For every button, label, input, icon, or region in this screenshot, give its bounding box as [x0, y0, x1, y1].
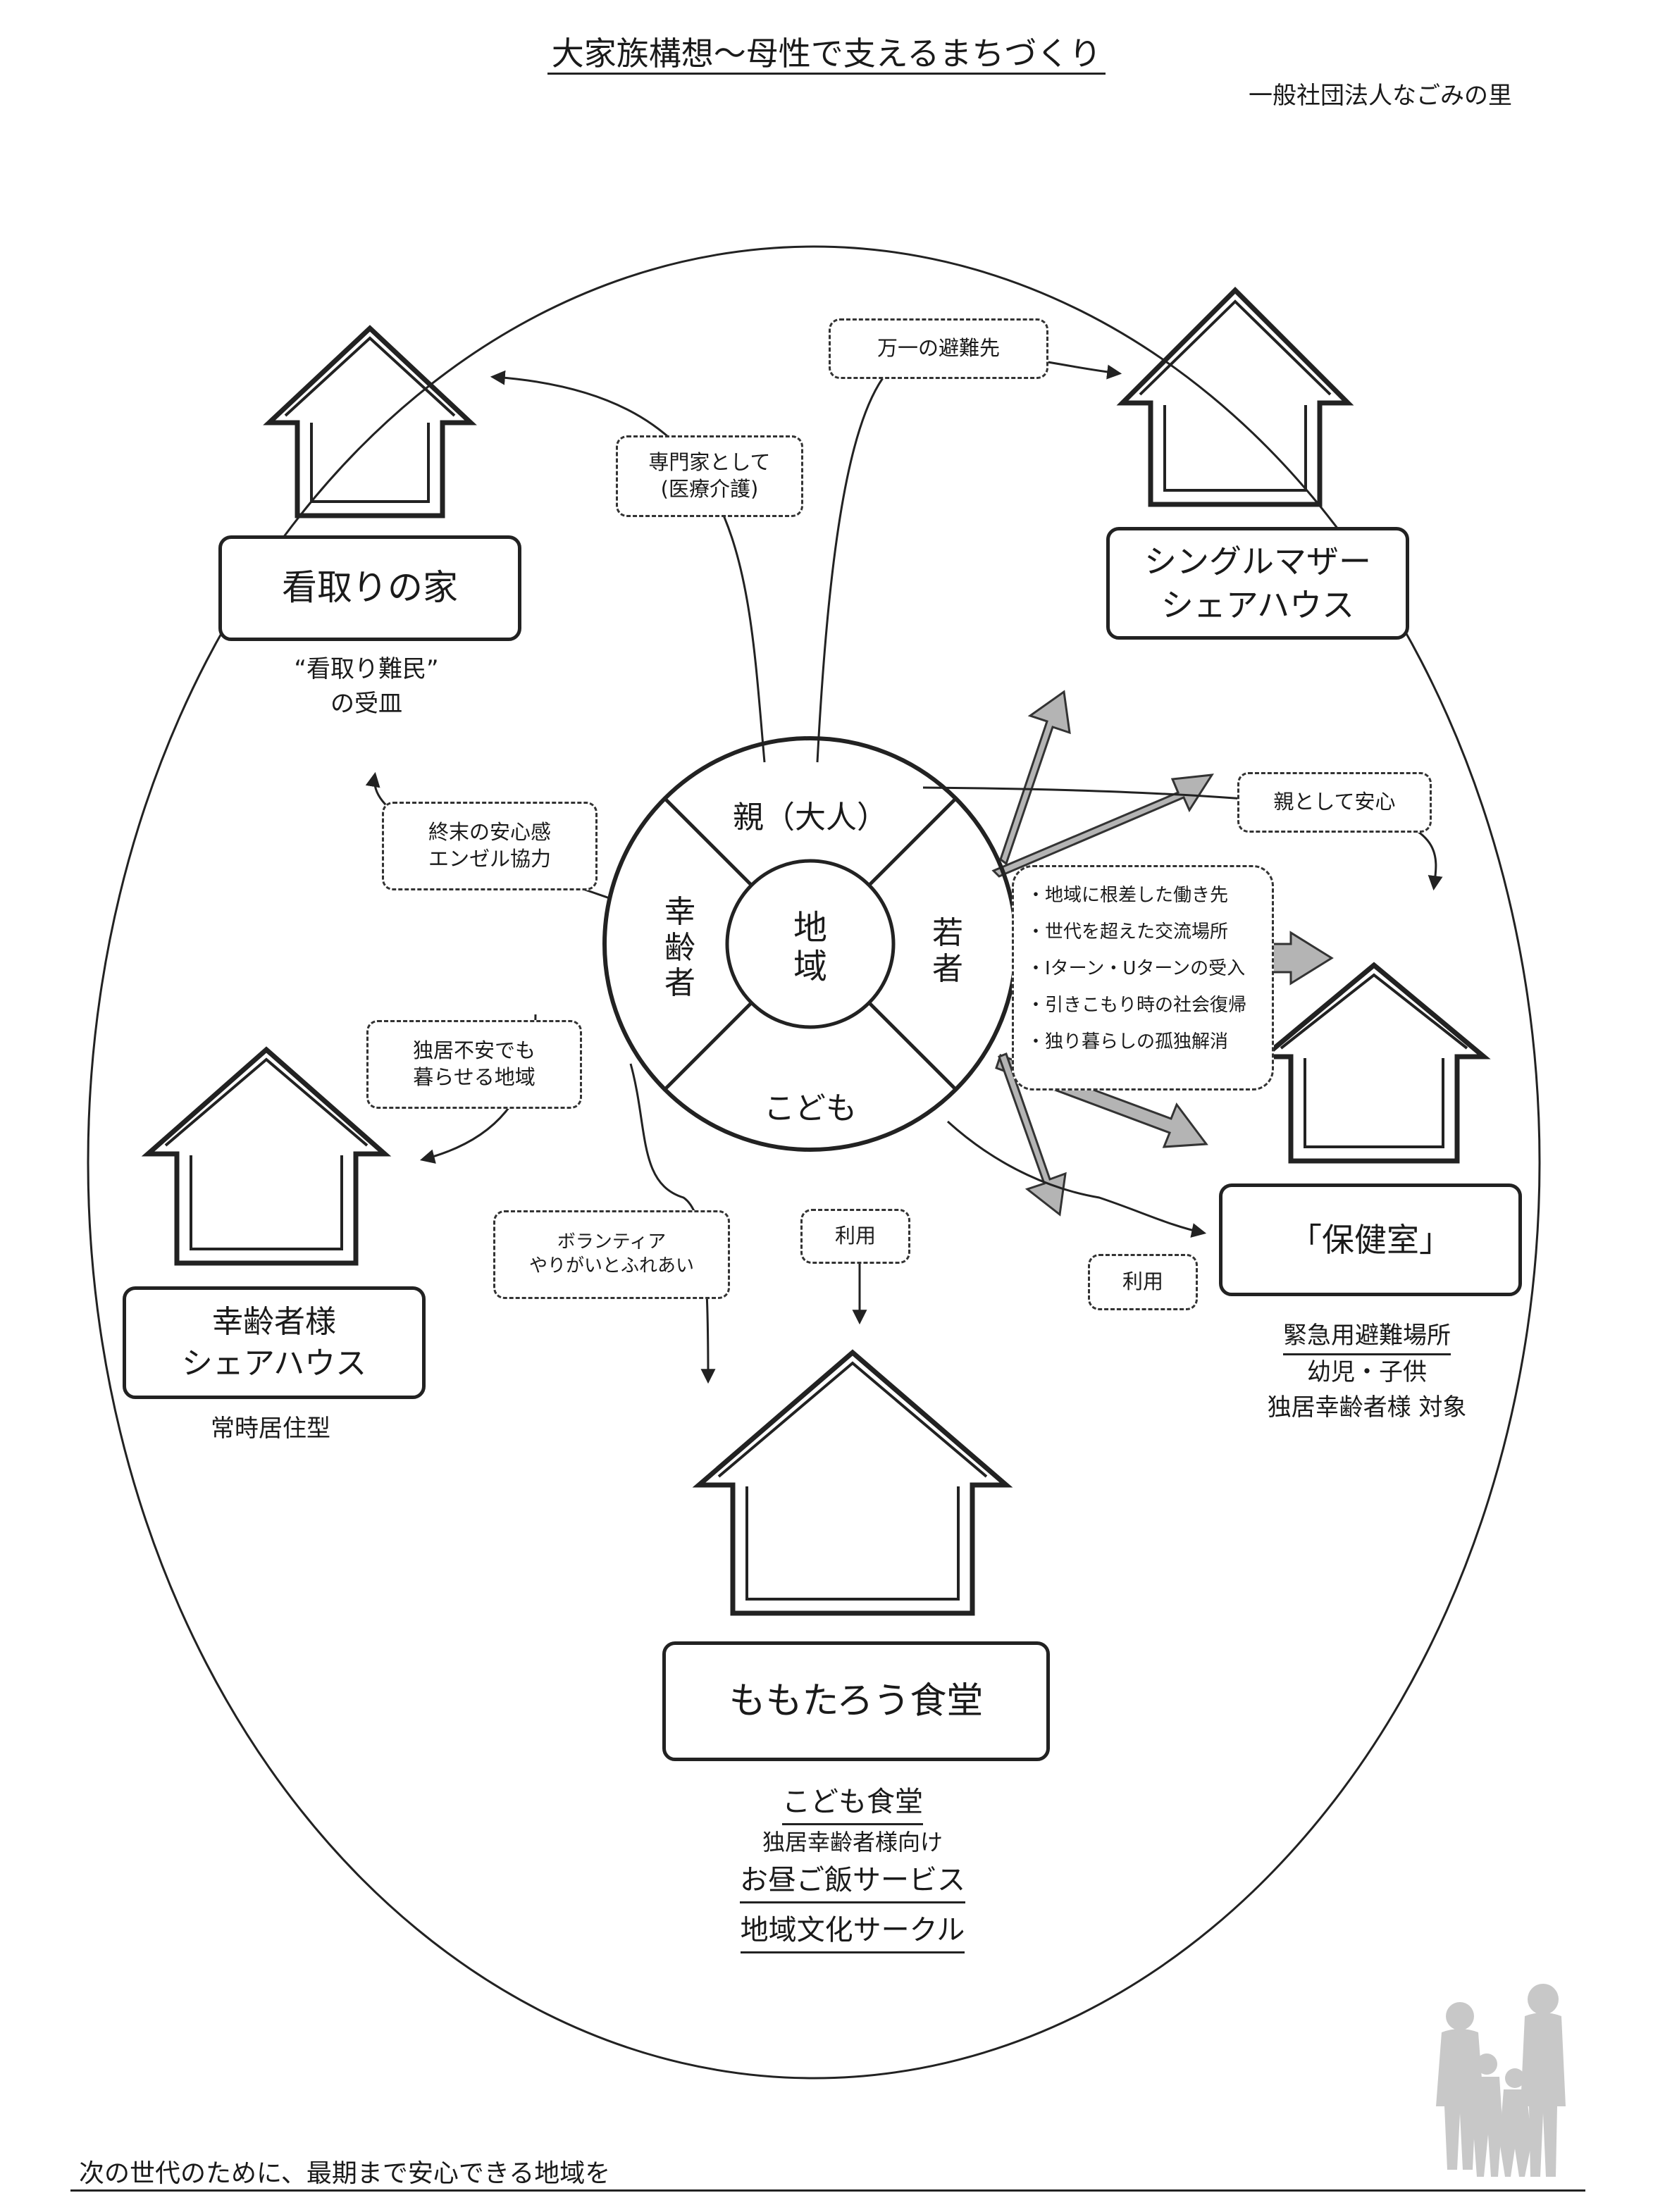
list-item: ・世代を超えた交流場所 [1027, 921, 1229, 943]
label-living-alone: 独居不安でも暮らせる地域 [366, 1020, 582, 1109]
box-hokenshitsu: 「保健室」 [1219, 1183, 1522, 1296]
list-item: ・引きこもり時の社会復帰 [1027, 995, 1247, 1016]
list-item: ・地域に根差した働き先 [1027, 885, 1229, 906]
box-momotaro-shokudo: ももたろう食堂 [662, 1641, 1050, 1761]
organization-name: 一般社団法人なごみの里 [1249, 82, 1512, 110]
segment-children: こども [764, 1091, 857, 1126]
house-icon-elder [141, 1046, 392, 1266]
community-oval [87, 245, 1541, 2080]
list-item: ・独り暮らしの孤独解消 [1027, 1031, 1229, 1052]
label-use-center: 利用 [800, 1209, 910, 1264]
box-elder-sharehouse: 幸齢者様シェアハウス [123, 1286, 426, 1399]
house-icon-shokudo [692, 1349, 1013, 1616]
label-end-of-life: 終末の安心感エンゼル協力 [382, 802, 598, 890]
house-icon-mitori [263, 325, 477, 518]
segment-elders: 幸齢者 [664, 894, 695, 1002]
footer-tagline: 次の世代のために、最期まで安心できる地域を [79, 2159, 611, 2188]
footer-divider [70, 2189, 1585, 2192]
arrow-emergency [816, 349, 1122, 763]
note-shokudo: こども食堂 独居幸齢者様向け お昼ご飯サービス 地域文化サークル [620, 1781, 1085, 1953]
family-silhouette [1436, 1984, 1566, 2177]
label-parent-relief: 親として安心 [1237, 772, 1432, 833]
label-expert: 専門家として(医療介護) [616, 435, 803, 517]
youth-benefits-list: ・地域に根差した働き先 ・世代を超えた交流場所 ・Iターン・Uターンの受入 ・引… [1012, 865, 1274, 1091]
box-single-mother-sharehouse: シングルマザーシェアハウス [1106, 527, 1409, 640]
segment-parents: 親（大人） [733, 800, 888, 835]
page-title: 大家族構想〜母性で支えるまちづくり [0, 28, 1653, 75]
label-volunteer: ボランティアやりがいとふれあい [493, 1210, 730, 1299]
arrow-use-right [946, 1120, 1207, 1238]
label-use-right: 利用 [1088, 1254, 1198, 1310]
list-item: ・Iターン・Uターンの受入 [1027, 958, 1246, 979]
note-hokenshitsu: 緊急用避難場所 幼児・子供 独居幸齢者様 対象 [1212, 1319, 1522, 1425]
note-mitori: “看取り難民”の受皿 [294, 655, 439, 719]
segment-community-core: 地域 [793, 908, 827, 987]
segment-youth: 若者 [932, 915, 963, 987]
note-elder: 常時居住型 [211, 1415, 330, 1443]
box-mitori-house: 看取りの家 [218, 535, 521, 641]
house-icon-single-mother [1116, 287, 1354, 507]
label-emergency: 万一の避難先 [829, 318, 1048, 379]
house-icon-hokenshitsu [1257, 962, 1491, 1164]
